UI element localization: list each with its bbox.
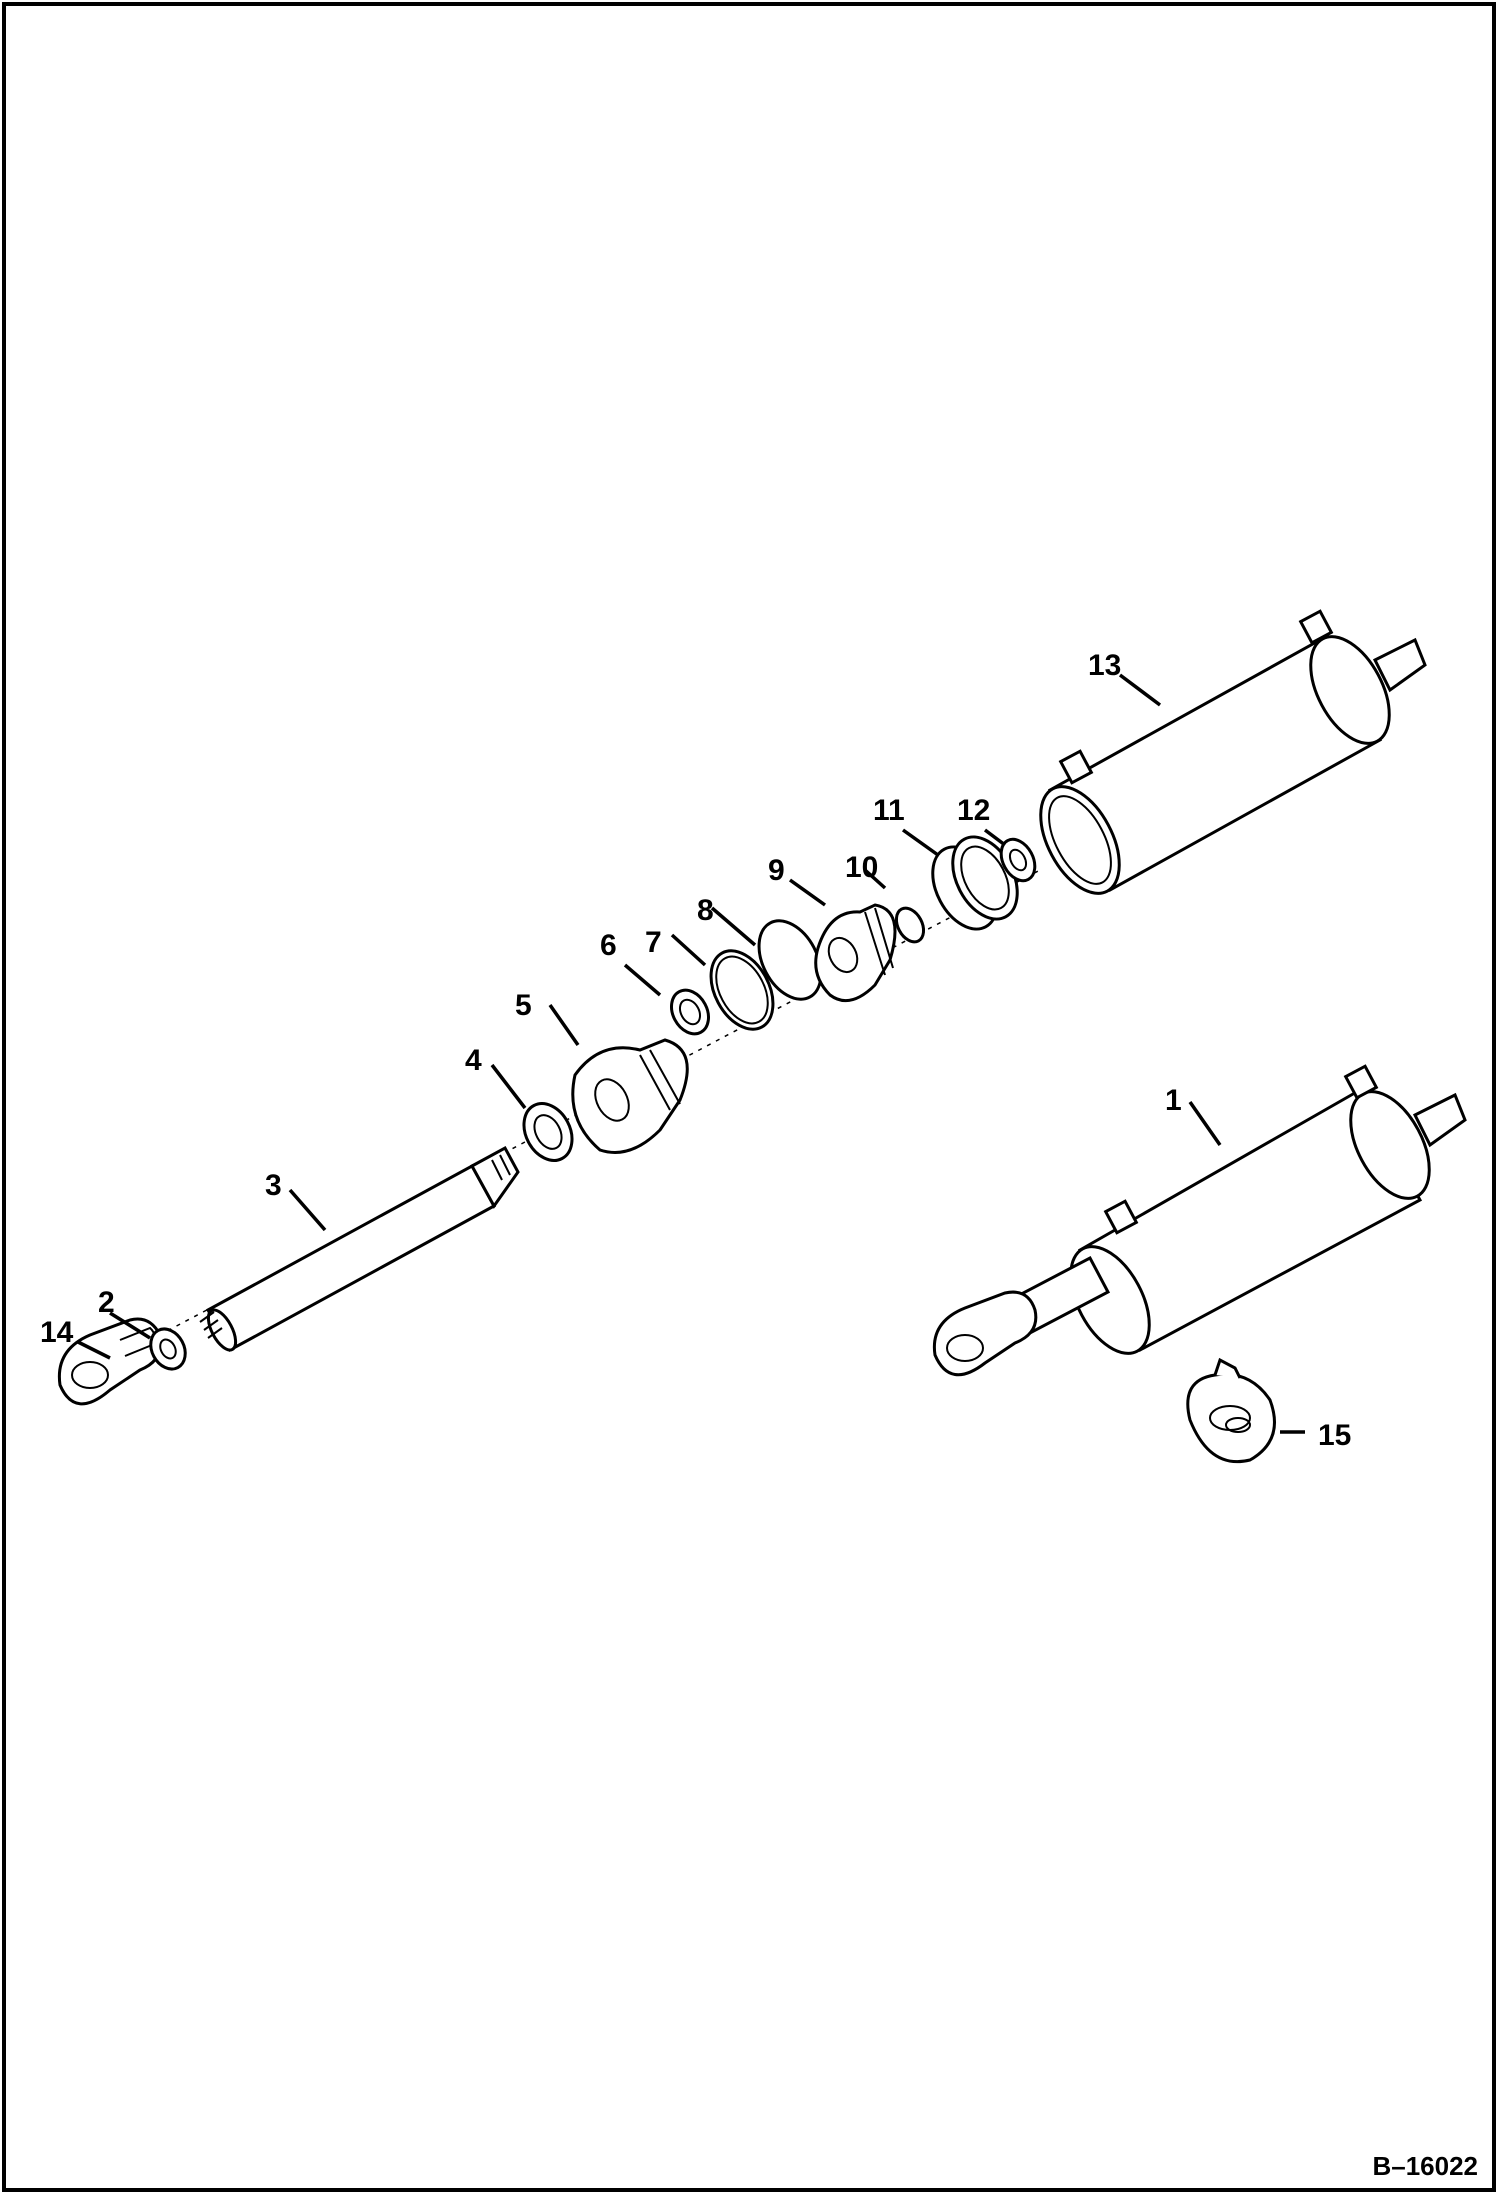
callout-7: 7 (645, 926, 662, 959)
part-9-piston (814, 903, 897, 1003)
callout-5: 5 (515, 989, 532, 1022)
part-8-backup-ring (757, 919, 823, 1001)
callout-11: 11 (873, 794, 905, 827)
part-14-rod-eye (57, 1317, 163, 1406)
callout-14: 14 (40, 1316, 74, 1349)
drawing-reference: B–16022 (1372, 2151, 1478, 2181)
callout-4: 4 (465, 1044, 482, 1077)
callout-1: 1 (1165, 1084, 1182, 1117)
callout-15: 15 (1318, 1419, 1351, 1452)
part-7-o-ring (709, 949, 775, 1031)
part-6-wear-ring (670, 988, 710, 1036)
part-2-nut (149, 1327, 187, 1371)
part-13-cylinder-barrel (1039, 609, 1427, 895)
part-4-seal (522, 1102, 574, 1162)
part-3-piston-rod (199, 1145, 520, 1353)
part-10-o-ring (894, 906, 926, 944)
part-1-cylinder-assembly (932, 1064, 1467, 1377)
part-5-gland (571, 1038, 689, 1154)
part-15-seal-kit (1186, 1357, 1276, 1464)
callout-12: 12 (957, 794, 990, 827)
leader-lines (77, 673, 1305, 1434)
callout-9: 9 (768, 854, 785, 887)
part-12-nut (999, 837, 1037, 883)
callout-13: 13 (1088, 649, 1121, 682)
callout-10: 10 (845, 851, 878, 884)
callout-6: 6 (600, 929, 617, 962)
callout-3: 3 (265, 1169, 282, 1202)
callout-8: 8 (697, 894, 714, 927)
callout-2: 2 (98, 1286, 115, 1319)
part-11-piston-seal (931, 835, 1019, 931)
